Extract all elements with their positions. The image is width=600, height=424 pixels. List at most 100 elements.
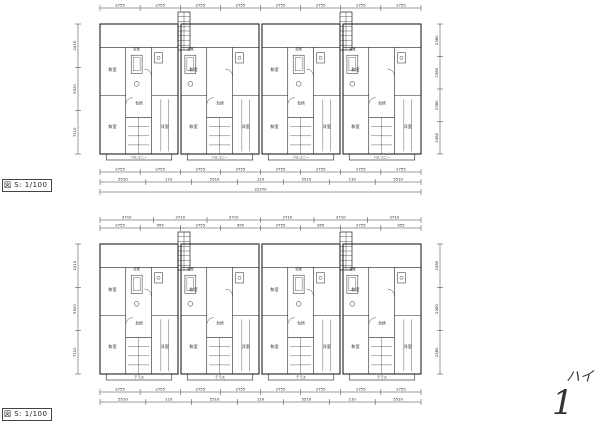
sink-basin (318, 56, 323, 60)
door-swing (287, 97, 295, 105)
room-label: 洋室 (404, 343, 412, 350)
bathtub-inner (348, 277, 356, 291)
dim-bottom-label: 5510 (118, 397, 128, 402)
dim-top-label: 2755 (276, 223, 286, 228)
door-swing (144, 68, 152, 77)
kitchen-label: 台所 (297, 321, 305, 326)
bathtub (346, 274, 359, 294)
room-label: 和室 (189, 286, 197, 293)
dim-bottom-label: 2755 (195, 387, 205, 392)
dim-bottom-label: 5510 (210, 177, 220, 182)
dim-bottom-label: 2755 (155, 387, 165, 392)
dim-top-label: 2755 (195, 3, 205, 8)
toilet-bowl (187, 81, 194, 87)
dim-top-label: 3710 (175, 215, 185, 220)
room-label: 和室 (108, 286, 116, 293)
dim-bottom-label: 5510 (393, 177, 403, 182)
bathtub (292, 54, 305, 74)
room-label: 和室 (351, 343, 359, 350)
bathtub (130, 54, 143, 74)
balcony-label: テラス (134, 375, 145, 380)
sink-basin (237, 56, 242, 60)
kitchen-label: 台所 (216, 101, 224, 106)
door-swing (206, 97, 214, 105)
dim-right-label: 2380 (434, 35, 439, 45)
dim-bottom-label: 2755 (115, 387, 125, 392)
dim-top-label: 3710 (282, 215, 292, 220)
dim-bottom-label: 110 (349, 397, 357, 402)
dim-bottom-label: 2755 (316, 387, 326, 392)
bathtub (292, 274, 305, 294)
room-label: 洋室 (161, 343, 169, 350)
dim-bottom-label: 110 (165, 397, 173, 402)
dim-top-label: 2755 (356, 223, 366, 228)
toilet-bowl (349, 301, 356, 307)
sink-counter (235, 52, 244, 64)
dim-top-label: 2755 (356, 3, 366, 8)
sink-counter (316, 272, 325, 284)
kitchen-label: 台所 (135, 101, 143, 106)
balcony-label: バルコニー (131, 156, 148, 160)
dim-top-label: 955 (157, 223, 165, 228)
sink-counter (154, 272, 163, 284)
door-swing (387, 288, 395, 297)
door-swing (387, 68, 395, 77)
balcony-strip (105, 153, 173, 161)
toilet-bowl (187, 301, 194, 307)
room-label: 和室 (351, 123, 359, 130)
dim-bottom-label: 110 (165, 177, 173, 182)
toilet-bowl (134, 301, 140, 307)
balcony-label: テラス (377, 375, 388, 380)
dim-right-label: 2380 (434, 304, 439, 314)
kitchen-label: 台所 (297, 101, 305, 106)
unit-outline (342, 243, 422, 375)
room-label: 和室 (108, 66, 116, 73)
dim-right-label: 2380 (434, 260, 439, 270)
bath-label: 浴室 (295, 46, 302, 51)
balcony-strip (348, 373, 416, 381)
bathtub (130, 274, 143, 294)
dim-bottom-label: 5510 (302, 177, 312, 182)
door-swing (225, 68, 233, 77)
unit-outline (180, 23, 260, 155)
room-label: 和室 (351, 66, 359, 73)
dim-left-label: 7110 (72, 347, 77, 357)
room-label: 和室 (270, 123, 278, 130)
dim-right-label: 2380 (434, 67, 439, 77)
toilet-bowl (296, 301, 302, 307)
dim-total-label: 22370 (254, 187, 267, 192)
bath-label: 浴室 (349, 46, 356, 51)
dim-bottom-label: 2755 (115, 167, 125, 172)
dim-top-label: 2755 (115, 223, 125, 228)
room-label: 和室 (189, 343, 197, 350)
dim-bottom-label: 2755 (316, 167, 326, 172)
balcony-label: テラス (215, 375, 226, 380)
sink-basin (399, 56, 404, 60)
dim-top-label: 2755 (396, 3, 406, 8)
dim-top-label: 955 (237, 223, 245, 228)
sink-basin (399, 275, 404, 280)
balcony-label: バルコニー (293, 156, 310, 160)
dim-bottom-label: 2755 (396, 387, 406, 392)
dim-bottom-label: 5510 (210, 397, 220, 402)
sink-counter (316, 52, 325, 64)
dim-bottom-label: 2755 (155, 167, 165, 172)
corner-sheet-mark: 1 (552, 383, 574, 423)
sink-basin (237, 275, 242, 280)
dim-bottom-label: 5510 (302, 397, 312, 402)
unit-outline (342, 23, 422, 155)
dim-top-label: 2755 (155, 3, 165, 8)
room-label: 和室 (351, 286, 359, 293)
room-label: 洋室 (323, 123, 331, 130)
unit-outline (180, 243, 260, 375)
bathtub (184, 274, 197, 294)
dim-left-label: 7110 (72, 127, 77, 137)
scale-box-lower (2, 408, 52, 421)
sink-counter (235, 272, 244, 284)
door-swing (368, 317, 376, 325)
balcony-label: バルコニー (212, 156, 229, 160)
room-label: 和室 (270, 66, 278, 73)
dim-bottom-label: 2755 (396, 167, 406, 172)
kitchen-label: 台所 (135, 321, 143, 326)
